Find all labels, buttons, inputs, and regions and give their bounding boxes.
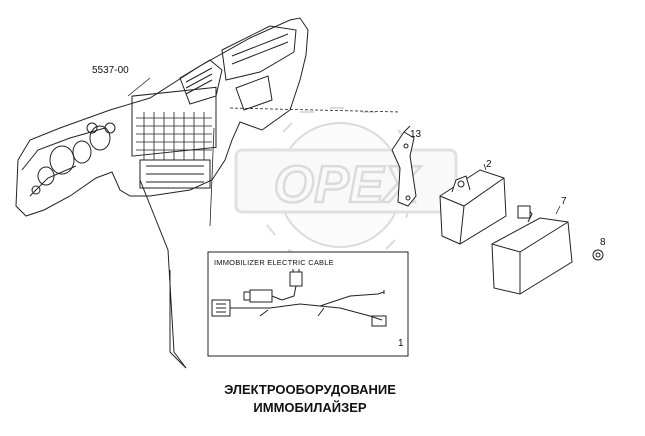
model-code-label: 5537-00 [92, 65, 129, 76]
caption-line-1: ЭЛЕКТРООБОРУДОВАНИЕ [224, 382, 396, 397]
callout-8: 8 [600, 237, 606, 248]
callout-1: 1 [398, 338, 404, 349]
inset-title: IMMOBILIZER ELECTRIC CABLE [214, 258, 334, 267]
callout-13: 13 [410, 129, 422, 140]
nut-part-8 [592, 249, 604, 261]
caption-line-2: ИММОБИЛАЙЗЕР [253, 400, 367, 415]
immobilizer-module-2 [439, 163, 507, 245]
inset-leader [169, 270, 187, 369]
dashboard-drawing [15, 17, 401, 369]
control-unit-7 [491, 205, 573, 295]
bracket-part-13 [391, 125, 417, 207]
watermark-logo: OPEX [234, 107, 458, 263]
callout-2: 2 [486, 159, 492, 170]
callout-7: 7 [561, 196, 567, 207]
watermark-text: OPEX [274, 156, 422, 214]
inset-frame [207, 251, 409, 357]
